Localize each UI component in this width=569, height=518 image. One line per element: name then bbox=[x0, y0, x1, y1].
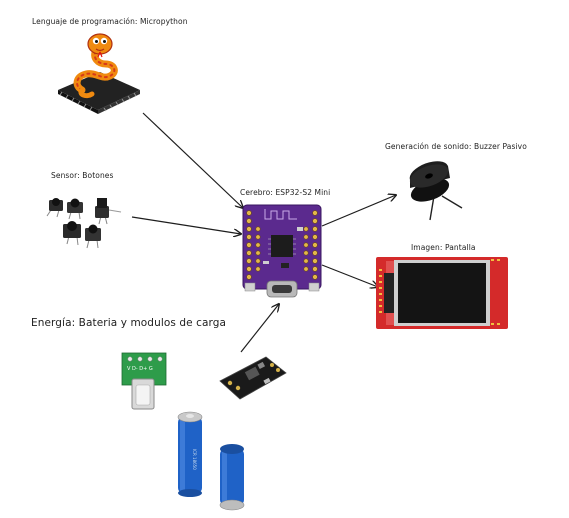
battery-2 bbox=[219, 444, 245, 511]
sound-label: Generación de sonido: Buzzer Pasivo bbox=[385, 142, 527, 151]
arrow-brain-to-sound bbox=[321, 195, 396, 227]
push-button-4 bbox=[63, 221, 81, 246]
svg-text:V D- D+ G: V D- D+ G bbox=[127, 366, 153, 372]
charge-module-image bbox=[219, 356, 287, 400]
push-buttons-image bbox=[46, 198, 122, 249]
arrow-brain-to-image bbox=[321, 264, 378, 287]
esp32-s2-mini-board bbox=[242, 204, 322, 298]
batteries-image: ICR 18650 bbox=[177, 411, 245, 511]
energy-label: Energía: Bateria y modulos de carga bbox=[31, 317, 227, 329]
brain-label: Cerebro: ESP32-S2 Mini bbox=[240, 188, 331, 197]
sensor-label: Sensor: Botones bbox=[51, 171, 114, 180]
svg-text:ICR 18650: ICR 18650 bbox=[192, 449, 197, 470]
language-label: Lenguaje de programación: Micropython bbox=[32, 17, 188, 26]
push-button-5 bbox=[85, 224, 101, 249]
passive-buzzer-image bbox=[409, 161, 463, 221]
push-button-2 bbox=[67, 198, 83, 220]
push-button-3 bbox=[95, 198, 122, 225]
battery-1: ICR 18650 bbox=[177, 411, 203, 497]
usb-c-breakout-module: V D- D+ G bbox=[121, 352, 167, 410]
micropython-logo bbox=[58, 33, 140, 114]
tft-screen-image bbox=[376, 257, 508, 329]
arrow-sensor-to-brain bbox=[131, 216, 241, 234]
arrow-language-to-brain bbox=[142, 112, 243, 208]
arrow-energy-to-brain bbox=[240, 304, 279, 353]
image-label: Imagen: Pantalla bbox=[411, 243, 476, 252]
push-button-1 bbox=[46, 198, 63, 218]
